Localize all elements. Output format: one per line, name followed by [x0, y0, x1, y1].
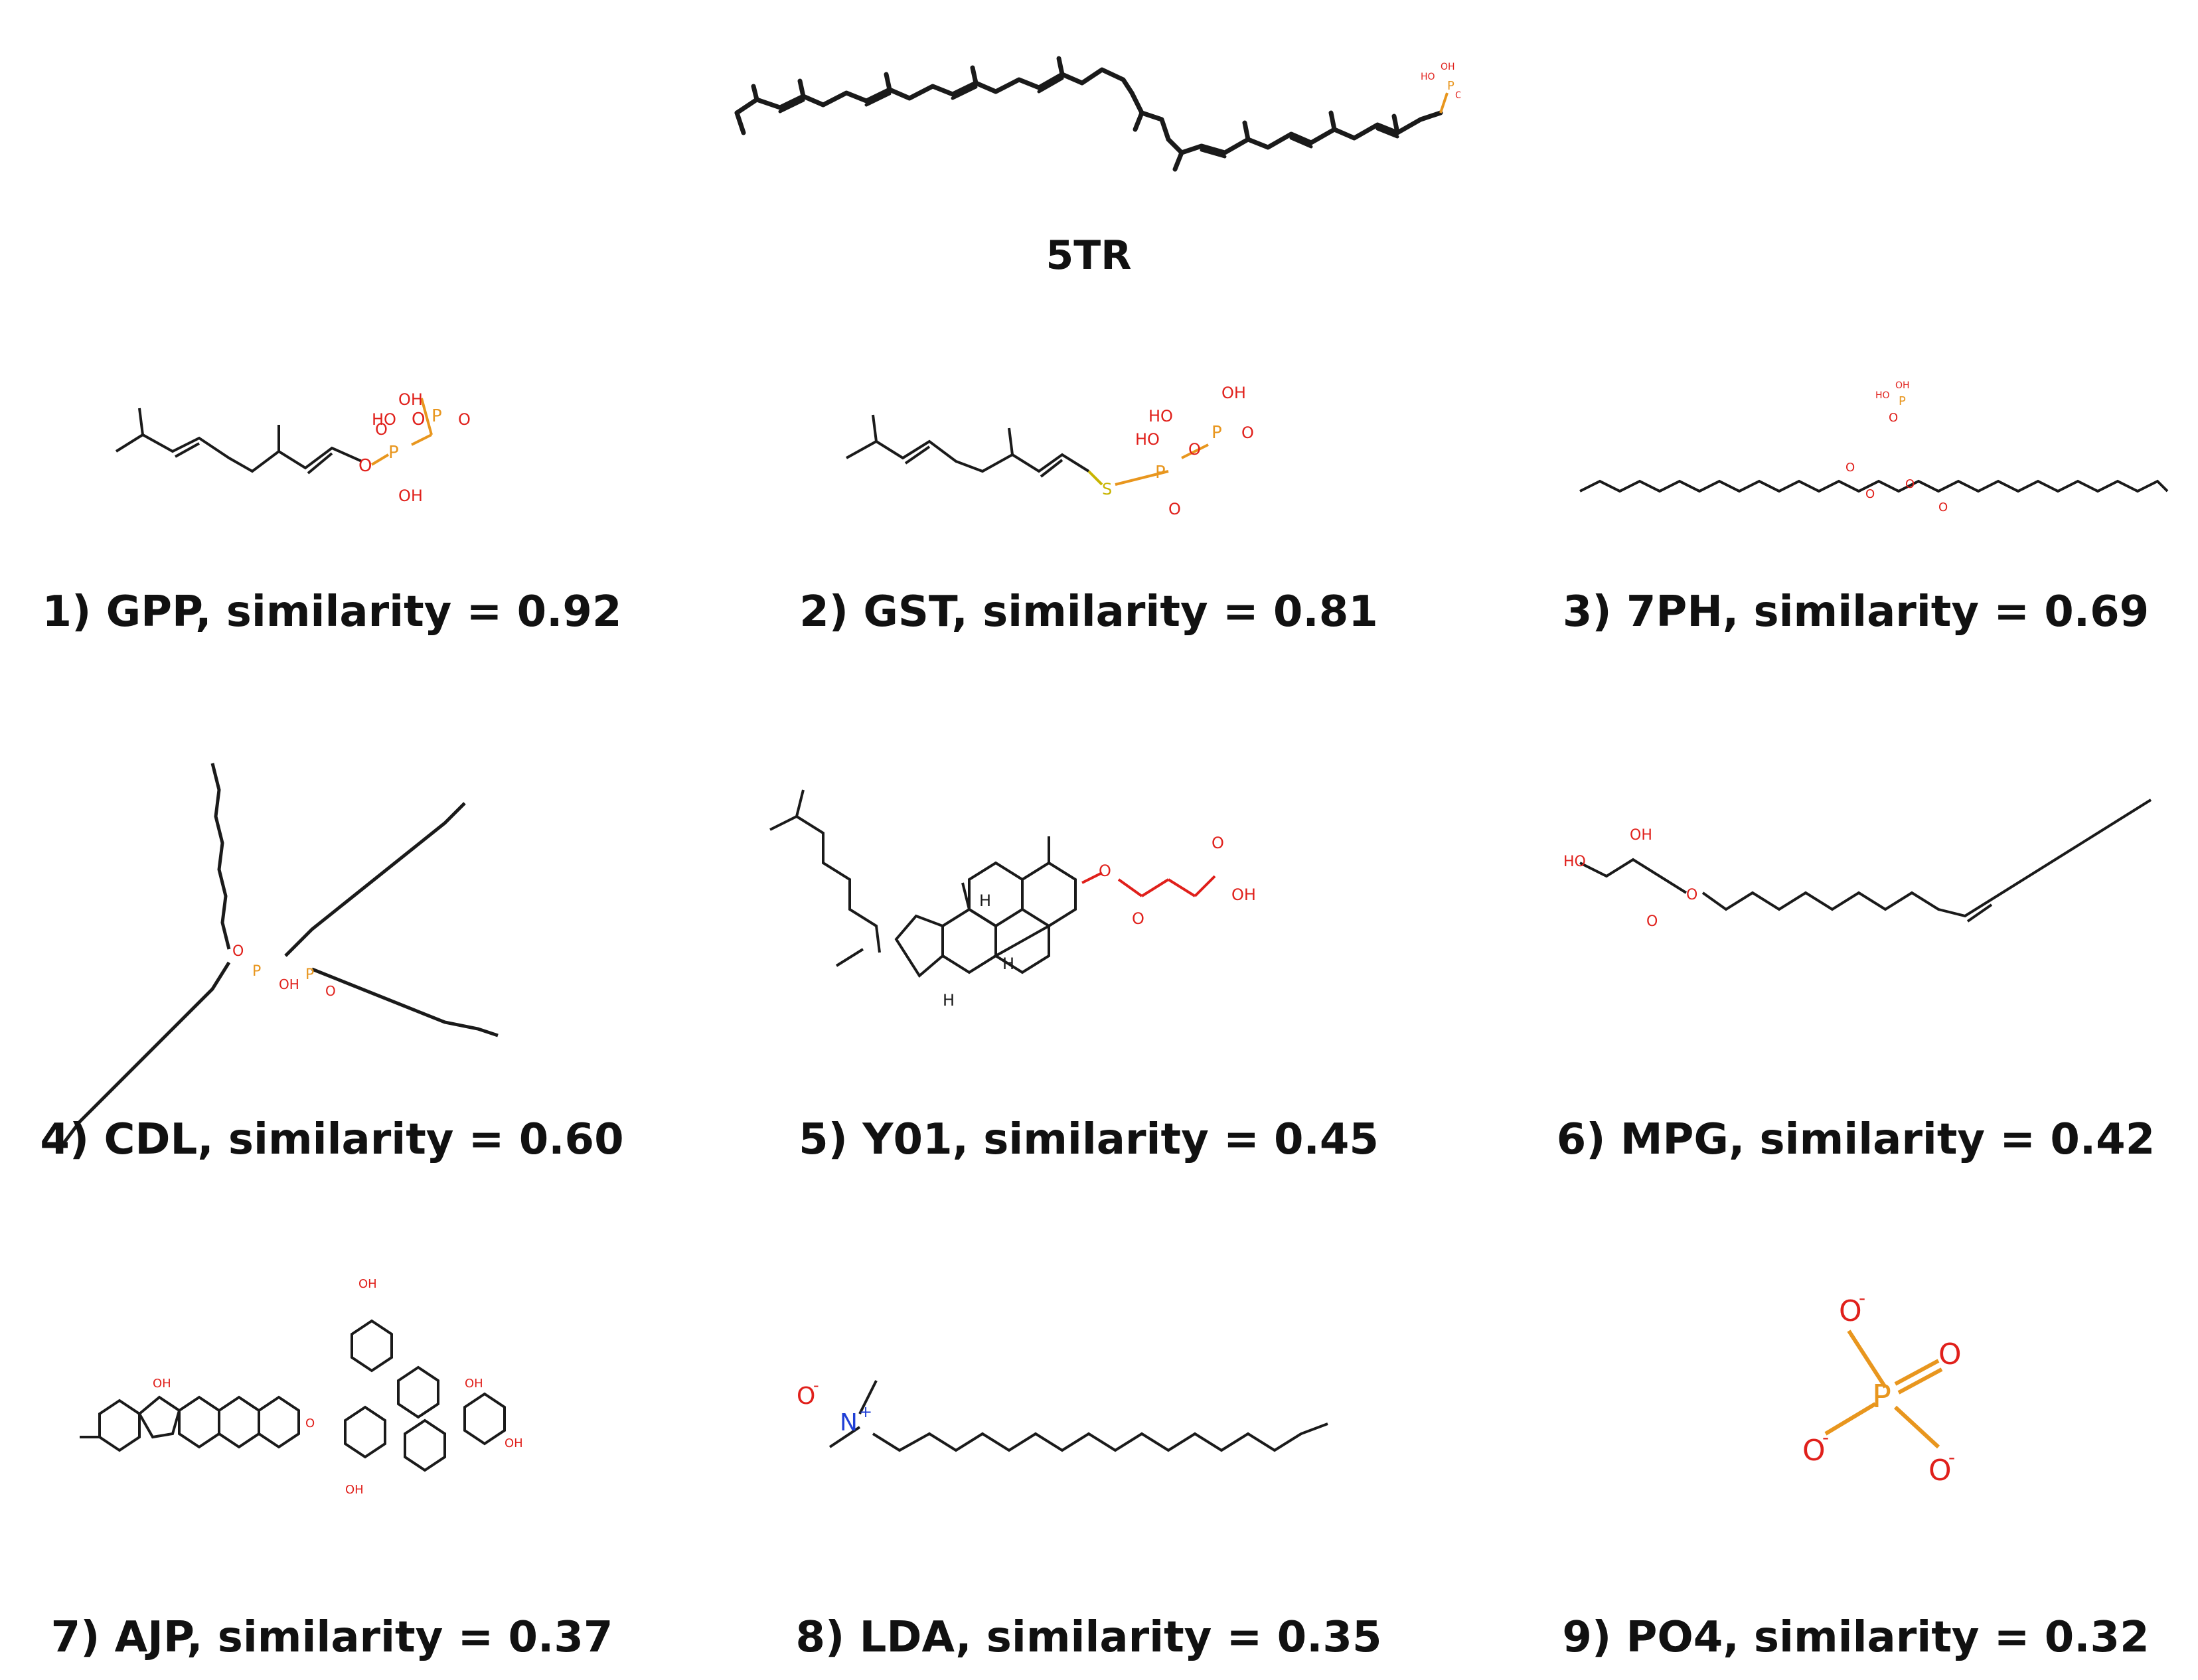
query-caption: 5TR — [1046, 232, 1132, 279]
atom-p: P — [432, 406, 442, 426]
atom-oh: OH — [1221, 384, 1246, 402]
atom-o: O — [1839, 1294, 1862, 1328]
atom-p: P — [252, 963, 261, 980]
atom-p: P — [1872, 1378, 1891, 1415]
atom-o: O — [1646, 913, 1658, 930]
structure-7ph: O O O O O P HO OH — [1579, 380, 2169, 514]
result-panel-4: O P OH P O 4) CDL, similarity = 0.60 — [0, 750, 664, 1175]
structure-y01: O O O OH H H H — [769, 789, 1256, 1010]
atom-o: O — [1905, 477, 1915, 491]
query-panel: P HO OH O 5TR — [717, 20, 1460, 305]
atom-oh: OH — [505, 1436, 523, 1450]
structure-5tr: P HO OH O — [734, 56, 1460, 172]
atom-o: O — [1099, 862, 1111, 880]
result-panel-8: O - N + 8) LDA, similarity = 0.35 — [717, 1248, 1460, 1679]
atom-oh: OH — [1231, 885, 1256, 904]
structure-gpp: O P O OH O P OH HO O — [115, 390, 471, 505]
result-panel-9: P O - O O - O - 9) PO4, similarity = 0.3… — [1514, 1248, 2198, 1679]
result-panel-7: OH O OH OH OH OH 7) AJP, similarity = 0.… — [0, 1248, 664, 1679]
result-caption-7: 7) AJP, similarity = 0.37 — [50, 1613, 613, 1662]
result-panel-6: HO OH O O 6) MPG, similarity = 0.42 — [1514, 750, 2198, 1175]
atom-o: O — [1455, 90, 1460, 101]
atom-p: P — [1212, 423, 1222, 443]
atom-p: P — [1899, 394, 1906, 408]
atom-o: O — [412, 410, 425, 429]
result-caption-6: 6) MPG, similarity = 0.42 — [1556, 1115, 2156, 1164]
atom-o: O — [1686, 887, 1697, 903]
structure-ajp: OH O OH OH OH OH — [80, 1277, 523, 1497]
atom-s: S — [1102, 480, 1112, 498]
result-caption-5: 5) Y01, similarity = 0.45 — [799, 1115, 1379, 1164]
atom-o: O — [1212, 834, 1224, 852]
atom-ho: HO — [1563, 854, 1586, 870]
atom-p: P — [1447, 79, 1454, 93]
atom-n: N — [840, 1409, 858, 1436]
atom-o: O — [797, 1383, 815, 1410]
atom-o: O — [305, 1416, 315, 1430]
result-caption-2: 2) GST, similarity = 0.81 — [799, 587, 1378, 637]
atom-o: O — [1802, 1434, 1826, 1468]
result-panel-3: O O O O O P HO OH 3) 7PH, similarity = 0… — [1514, 372, 2198, 650]
structure-mpg: HO OH O O — [1563, 799, 2152, 930]
atom-o: O — [1132, 909, 1144, 928]
atom-p: P — [305, 966, 314, 983]
atom-oh: OH — [1630, 827, 1652, 844]
result-caption-1: 1) GPP, similarity = 0.92 — [42, 587, 622, 637]
atom-h: H — [943, 991, 955, 1010]
atom-o: O — [325, 983, 336, 999]
atom-ho: HO — [1148, 407, 1173, 425]
structure-po4: P O - O O - O - — [1802, 1287, 1962, 1488]
atom-h: H — [1002, 955, 1014, 973]
atom-o: O — [358, 456, 372, 476]
atom-ho: HO — [1421, 72, 1435, 82]
result-panel-5: O O O OH H H H 5) Y01, similarity = 0.45 — [717, 750, 1460, 1175]
result-caption-9: 9) PO4, similarity = 0.32 — [1562, 1613, 2150, 1662]
atom-o: O — [1845, 461, 1855, 475]
atom-h: H — [979, 891, 991, 910]
atom-oh: OH — [465, 1377, 483, 1391]
atom-minus: - — [1948, 1446, 1955, 1468]
structure-lda: O - N + — [797, 1376, 1328, 1452]
atom-minus: - — [1822, 1426, 1829, 1448]
result-panel-2: S P HO O O P HO OH O 2) GST, similarity … — [717, 372, 1460, 650]
atom-oh: OH — [398, 390, 423, 409]
result-caption-3: 3) 7PH, similarity = 0.69 — [1562, 587, 2150, 637]
atom-oh: OH — [1895, 380, 1910, 391]
atom-o: O — [1168, 500, 1181, 518]
structure-cdl: O P OH P O — [58, 763, 499, 1150]
result-panel-1: O P O OH O P OH HO O 1) GPP, similarity … — [0, 372, 664, 650]
atom-ho: HO — [372, 410, 396, 429]
atom-o: O — [232, 943, 244, 960]
atom-minus: - — [1859, 1287, 1865, 1309]
atom-o: O — [1188, 440, 1201, 459]
atom-o: O — [1865, 487, 1875, 501]
atom-minus: - — [813, 1376, 819, 1395]
atom-p: P — [388, 443, 399, 463]
atom-ho: HO — [1135, 430, 1160, 449]
atom-p: P — [1155, 463, 1166, 483]
atom-oh: OH — [279, 976, 299, 992]
result-caption-4: 4) CDL, similarity = 0.60 — [40, 1115, 624, 1164]
atom-oh: OH — [345, 1483, 364, 1497]
atom-ho: HO — [1875, 390, 1890, 401]
atom-o: O — [375, 420, 388, 439]
atom-o: O — [1938, 1337, 1962, 1371]
atom-plus: + — [859, 1403, 872, 1421]
result-caption-8: 8) LDA, similarity = 0.35 — [795, 1613, 1382, 1662]
atom-o: O — [1889, 411, 1898, 425]
atom-o: O — [1938, 500, 1948, 514]
atom-oh: OH — [358, 1277, 377, 1291]
atom-oh: OH — [398, 487, 423, 505]
atom-oh: OH — [153, 1377, 171, 1391]
atom-o: O — [458, 410, 471, 429]
atom-o: O — [1241, 423, 1254, 442]
atom-oh: OH — [1441, 62, 1455, 72]
atom-o: O — [1928, 1454, 1952, 1488]
structure-gst: S P HO O O P HO OH O — [846, 384, 1254, 518]
